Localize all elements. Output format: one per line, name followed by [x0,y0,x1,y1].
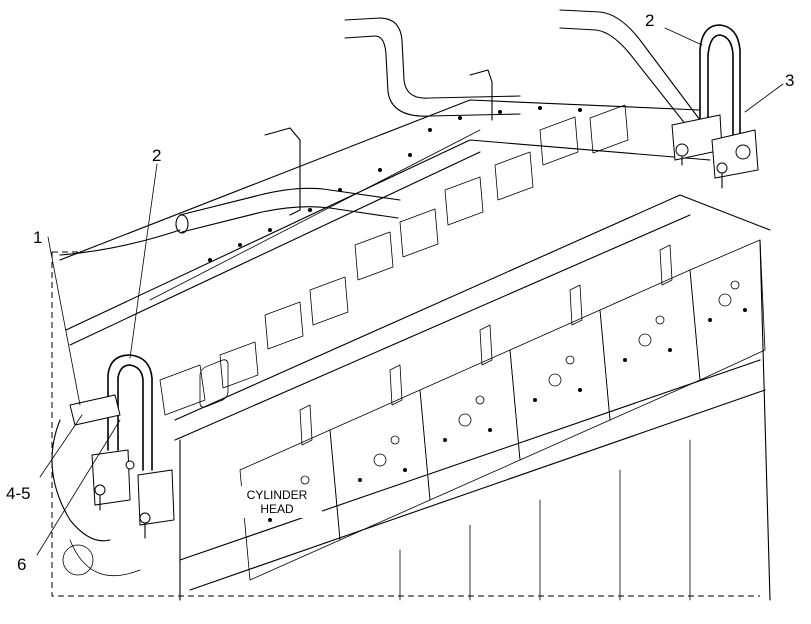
view-border [51,251,760,597]
cylinder-heads [174,194,771,601]
cylinder-head-label-line1: CYLINDER [247,488,308,502]
callout-4-5: 4-5 [6,484,31,503]
callout-3: 3 [785,71,794,90]
callout-2-right: 2 [645,11,654,30]
cylinder-head-label: CYLINDER HEAD [232,486,322,518]
callout-2-left: 2 [152,146,161,165]
leader-lines [36,27,784,556]
background-piping [59,9,701,256]
upper-bank [59,69,711,416]
right-lifting-bracket [671,24,759,189]
callout-1: 1 [33,228,42,247]
callouts: 1 2 2 3 4-5 6 [6,11,794,574]
left-lifting-bracket [51,354,175,577]
cylinder-head-label-line2: HEAD [260,502,294,516]
callout-6: 6 [17,555,26,574]
